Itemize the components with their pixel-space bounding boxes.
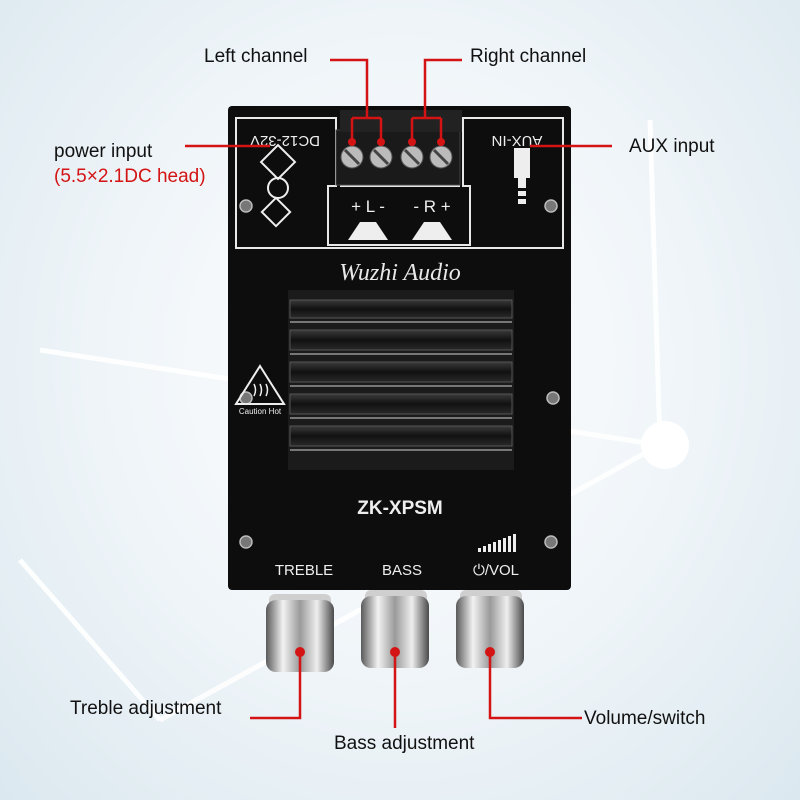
bass-adjustment-label: Bass adjustment (334, 733, 475, 754)
screw (239, 199, 253, 213)
aux-input-label: AUX input (629, 136, 715, 157)
volume-knob[interactable] (456, 590, 524, 668)
screw (544, 199, 558, 213)
volume-knob-label: ⏻/VOL (473, 562, 519, 579)
brand-logo: Wuzhi Audio (339, 260, 461, 286)
screw (546, 391, 560, 405)
dc-jack-icon (259, 143, 297, 228)
treble-adjustment-label: Treble adjustment (70, 698, 222, 719)
aux-in-label: AUX-IN (492, 132, 543, 149)
heatsink (288, 290, 514, 470)
left-channel-label: Left channel (204, 46, 308, 67)
caution-hot-label: Caution Hot (239, 407, 282, 416)
treble-knob-label: TREBLE (275, 562, 333, 579)
callout-lines (185, 58, 612, 728)
power-input-detail-label: (5.5×2.1DC head) (54, 166, 206, 187)
volume-switch-label: Volume/switch (584, 708, 706, 729)
bass-knob[interactable] (361, 590, 429, 668)
volume-bars-icon (478, 534, 516, 552)
caution-hot-icon (234, 364, 286, 405)
power-input-label: power input (54, 141, 153, 162)
aux-jack-icon (514, 148, 530, 204)
treble-knob[interactable] (266, 594, 334, 672)
model-label: ZK-XPSM (357, 498, 443, 519)
speaker-terminal-block (335, 110, 462, 186)
right-channel-label: Right channel (470, 46, 587, 67)
left-terminal-label: + L - (351, 197, 385, 216)
screw (239, 535, 253, 549)
bass-knob-label: BASS (382, 562, 422, 579)
screw (544, 535, 558, 549)
right-terminal-label: - R + (413, 197, 450, 216)
speaker-icon (348, 222, 452, 240)
bg-node-circle (641, 421, 689, 469)
